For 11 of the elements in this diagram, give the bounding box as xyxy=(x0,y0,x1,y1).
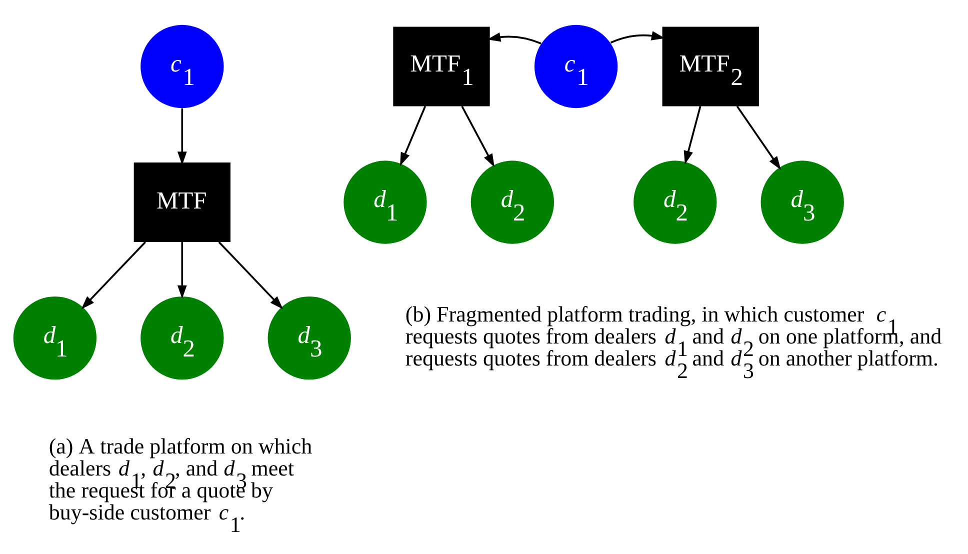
arrow xyxy=(461,105,494,167)
arrow xyxy=(487,32,542,44)
arrow xyxy=(610,30,665,43)
arrow xyxy=(218,240,284,309)
arrow xyxy=(177,242,187,298)
arrow xyxy=(81,240,146,309)
arrow xyxy=(177,108,187,165)
arrow xyxy=(736,105,781,170)
node-box: MTF xyxy=(134,162,230,242)
arrow xyxy=(684,106,702,164)
arrow xyxy=(400,105,426,166)
